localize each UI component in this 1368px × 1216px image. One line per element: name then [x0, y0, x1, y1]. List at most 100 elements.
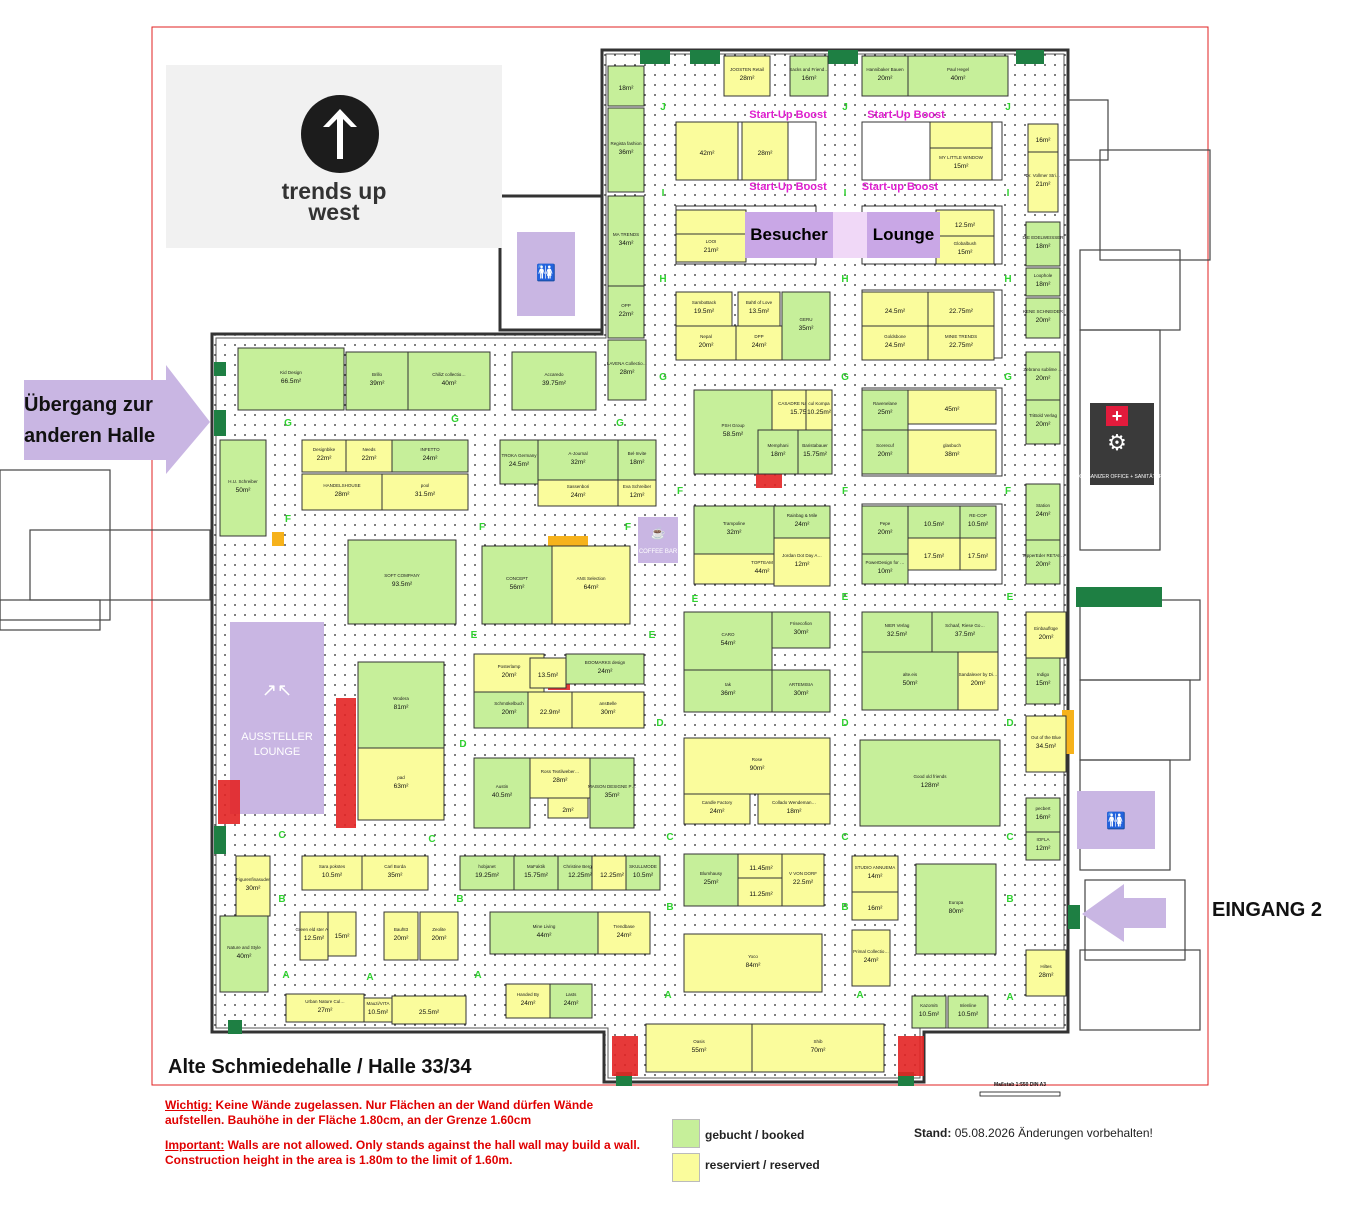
- booth-76: 22.9m²: [527, 691, 573, 729]
- booth-area: 10.5m²: [919, 1011, 940, 1018]
- booth-name: Schaaf, Riese Go…: [945, 623, 985, 628]
- booth-name: Figurenfinasuder: [236, 877, 270, 882]
- booth-name: Accaredo: [544, 372, 564, 377]
- booth-rect: [1025, 715, 1067, 773]
- booth-area: 15m²: [954, 163, 970, 170]
- restroom-right-icon: 🚻: [1106, 811, 1126, 830]
- booth-name: TROKA Germany: [501, 453, 537, 458]
- booth-rect: [771, 611, 831, 649]
- booth-name: Bel·Invite: [628, 451, 647, 456]
- booth-127: 25.5m²: [391, 995, 467, 1025]
- booth-rect: [1025, 297, 1061, 339]
- booth-name: Station: [1036, 503, 1051, 508]
- booth-name: LAVENA Collectio…: [607, 361, 647, 366]
- booth-rect: [489, 911, 599, 955]
- aisle-letter-d: D: [459, 739, 466, 750]
- booth-name: Mauzi/VITA: [367, 1001, 390, 1006]
- booth-area: 20m²: [878, 451, 894, 458]
- booth-rect: [683, 737, 831, 795]
- booth-name: Jordan Dot Day A…: [782, 553, 822, 558]
- scale-bar: [979, 1091, 1061, 1097]
- aisle-letter-h: H: [659, 274, 666, 285]
- booth-rect: [407, 351, 491, 411]
- booth-area: 18m²: [619, 85, 635, 92]
- aisle-letter-d: D: [1006, 718, 1013, 729]
- wichtig-text-2: aufstellen. Bauhöhe in der Fläche 1.80cm…: [165, 1113, 532, 1127]
- aisle-letter-j: J: [1005, 102, 1011, 113]
- booth-name: tak: [725, 682, 732, 687]
- booth-area: 10.5m²: [968, 521, 989, 528]
- booth-rect: [675, 233, 747, 263]
- booth-area: 34.5m²: [1036, 743, 1057, 750]
- aisle-letter-f: F: [479, 522, 485, 533]
- booth-name: A-Journal: [568, 451, 587, 456]
- left-annex-room-0: [0, 469, 111, 621]
- booth-area: 28m²: [1039, 972, 1055, 979]
- booth-area: 22m²: [619, 311, 635, 318]
- booth-rect: [683, 853, 739, 907]
- first-aid-cross: +: [1112, 406, 1123, 426]
- booth-area: 17.5m²: [968, 553, 989, 560]
- booth-area: 31.5m²: [415, 491, 436, 498]
- booth-rect: [327, 911, 357, 957]
- booth-area: 44m²: [537, 932, 553, 939]
- booth-name: Posterlamp: [498, 664, 521, 669]
- aisle-letter-g: G: [284, 418, 292, 429]
- booth-name: H.U. Schreiber: [228, 479, 258, 484]
- booth-83: Schaaf, Riese Go…37.5m²: [931, 611, 999, 653]
- booth-rect: [591, 855, 633, 891]
- booth-name: Einbauflüge: [1034, 626, 1058, 631]
- booth-name: Paul Hegel: [947, 67, 969, 72]
- first-aid-icon: [1106, 406, 1128, 426]
- logo-line-1: trends up: [281, 178, 387, 204]
- booth-name: Lasts: [566, 992, 578, 997]
- booth-name: Rose: [752, 757, 763, 762]
- booth-rect: [929, 147, 993, 181]
- lounge-label: Lounge: [872, 225, 935, 244]
- booth-name: PowerDesign for …: [865, 560, 904, 565]
- booth-name: Europa: [949, 900, 964, 905]
- booth-area: 20m²: [1039, 634, 1055, 641]
- booth-rect: [683, 611, 773, 671]
- booth-area: 20m²: [432, 935, 448, 942]
- booth-name: SOFT COMPANY: [384, 573, 420, 578]
- booth-66: PowerDesign for …10m²: [861, 553, 909, 585]
- booth-name: Sara pokstes: [319, 864, 346, 869]
- legend-reserved-swatch: [672, 1153, 700, 1182]
- aussteller-label-1: AUSSTELLER: [241, 731, 313, 743]
- aisle-letter-c: C: [666, 832, 673, 843]
- booth-name: Candle Factory: [702, 800, 733, 805]
- booth-area: 12m²: [795, 561, 811, 568]
- booth-area: 55m²: [692, 1047, 708, 1054]
- booth-rect: [529, 657, 567, 689]
- booth-area: 38m²: [945, 451, 961, 458]
- booth-name: Bauf83: [394, 927, 409, 932]
- annex-room-7: [1084, 879, 1186, 961]
- no-build-zone-3: [898, 1036, 924, 1076]
- booth-17: 16m²: [1027, 123, 1059, 153]
- booth-area: 84m²: [746, 962, 762, 969]
- booth-area: 25m²: [878, 409, 894, 416]
- booth-area: 12m²: [630, 492, 646, 499]
- booth-area: 10.5m²: [924, 521, 945, 528]
- aisle-letter-a: A: [856, 990, 863, 1001]
- booth-rect: [1027, 151, 1059, 213]
- booth-area: 13.5m²: [538, 672, 559, 679]
- booth-name: Christine Bergen: [563, 864, 597, 869]
